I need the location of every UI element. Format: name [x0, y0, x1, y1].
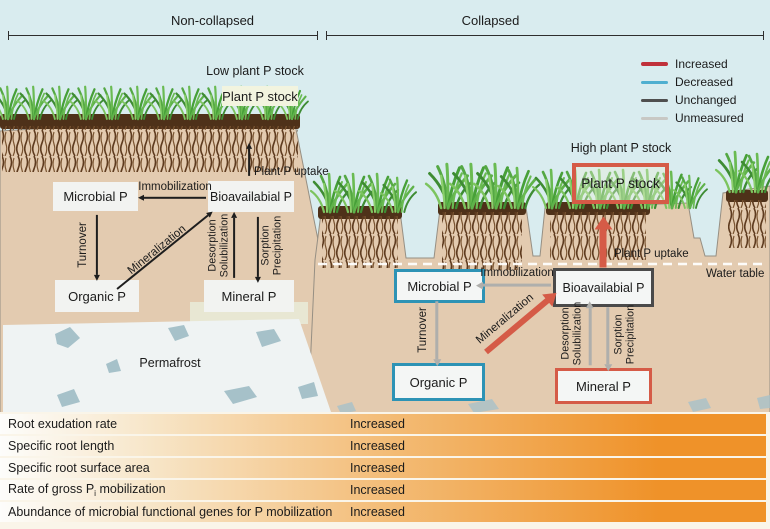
- permafrost-label: Permafrost: [139, 356, 201, 370]
- soil-right-collapsed: [307, 185, 770, 416]
- unmeasured-line-icon: [641, 116, 668, 120]
- desorption-solubilization-arrow-left: [233, 217, 235, 278]
- turnover-label-right: Turnover: [417, 307, 429, 353]
- label-prefix: Rate of gross P: [8, 482, 95, 496]
- sorption-text: Sorption: [259, 225, 272, 266]
- roots-hummock-d: [726, 190, 768, 248]
- legend-label: Unchanged: [675, 93, 737, 107]
- desorption-text: Desorption: [559, 307, 572, 360]
- organic-p-box-right: Organic P: [392, 363, 485, 401]
- organic-p-box-left: Organic P: [55, 280, 139, 312]
- precipitation-text: Precipitation: [271, 215, 283, 276]
- label-subscript: i: [94, 488, 97, 498]
- bioavailable-p-box-right: Bioavailabial P: [553, 268, 654, 307]
- label-suffix: mobilization: [96, 482, 166, 496]
- low-plant-p-stock-note: Low plant P stock: [206, 64, 304, 78]
- summary-row-value: Increased: [350, 505, 405, 519]
- summary-row-value: Increased: [350, 461, 405, 475]
- turnover-arrow-left: [96, 214, 98, 275]
- plant-p-uptake-label-right: Plant P uptake: [614, 248, 689, 260]
- collapsed-bracket: [326, 31, 764, 40]
- legend-label: Increased: [675, 57, 728, 71]
- plant-p-uptake-arrow-right: [599, 228, 607, 268]
- water-table-label: Water table: [706, 268, 765, 280]
- sorption-precipitation-label-left: Sorption Precipitation: [259, 203, 284, 289]
- desorption-solubilization-label-right: Desorption Solubilization: [559, 291, 584, 377]
- immobilization-arrow-left: [144, 197, 206, 199]
- mineral-p-box-left: Mineral P: [204, 280, 294, 312]
- roots-hummock-a: [318, 206, 402, 268]
- solubilization-text: Solubilization: [571, 301, 583, 366]
- turnover-label-left: Turnover: [77, 222, 89, 268]
- legend-item-unchanged: Unchanged: [641, 93, 744, 107]
- summary-row-root-length: Specific root length Increased: [0, 436, 766, 456]
- summary-row-root-exudation: Root exudation rate Increased: [0, 414, 766, 434]
- legend: Increased Decreased Unchanged Unmeasured: [641, 57, 744, 129]
- summary-row-root-surface-area: Specific root surface area Increased: [0, 458, 766, 478]
- immobilization-label-left: Immobilization: [138, 181, 212, 193]
- summary-row-label: Specific root length: [8, 439, 115, 453]
- legend-label: Decreased: [675, 75, 734, 89]
- permafrost-ice-chunks: [55, 325, 770, 414]
- summary-row-value: Increased: [350, 417, 405, 431]
- decreased-line-icon: [641, 80, 668, 84]
- non-collapsed-bracket: [8, 31, 318, 40]
- desorption-text: Desorption: [206, 219, 219, 272]
- sorption-precipitation-label-right: Sorption Precipitation: [612, 292, 637, 378]
- section-title-non-collapsed: Non-collapsed: [170, 13, 255, 28]
- summary-row-microbial-genes: Abundance of microbial functional genes …: [0, 502, 766, 522]
- summary-row-label: Rate of gross Pi mobilization: [8, 482, 166, 498]
- summary-row-value: Increased: [350, 439, 405, 453]
- microbial-p-box-left: Microbial P: [53, 182, 138, 211]
- legend-label: Unmeasured: [675, 111, 744, 125]
- roots-hummock-b: [438, 202, 526, 270]
- summary-row-label: Root exudation rate: [8, 417, 118, 431]
- section-title-collapsed: Collapsed: [461, 13, 520, 28]
- summary-row-label: Abundance of microbial functional genes …: [8, 505, 333, 519]
- roots-left-plateau: [0, 114, 300, 172]
- plant-p-uptake-arrow-left: [248, 148, 250, 176]
- summary-row-gross-pi-mobilization: Rate of gross Pi mobilization Increased: [0, 480, 766, 500]
- desorption-solubilization-arrow-right: [588, 308, 592, 366]
- immobilization-label-right: Immobilization: [480, 267, 554, 279]
- precipitation-text: Precipitation: [624, 304, 636, 365]
- plant-p-stock-box-left: Plant P stock: [222, 86, 298, 106]
- desorption-solubilization-label-left: Desorption Solubilization: [206, 203, 231, 289]
- plant-p-uptake-label-left: Plant P uptake: [254, 166, 329, 178]
- legend-item-increased: Increased: [641, 57, 744, 71]
- solubilization-text: Solubilization: [218, 213, 230, 278]
- sorption-text: Sorption: [612, 314, 625, 355]
- high-plant-p-stock-note: High plant P stock: [570, 141, 672, 155]
- bioavailable-p-box-left: Bioavailabial P: [208, 181, 294, 212]
- turnover-arrow-right: [435, 301, 439, 360]
- legend-item-unmeasured: Unmeasured: [641, 111, 744, 125]
- summary-row-value: Increased: [350, 483, 405, 497]
- legend-item-decreased: Decreased: [641, 75, 744, 89]
- unchanged-line-icon: [641, 98, 668, 102]
- sorption-precipitation-arrow-right: [606, 307, 610, 365]
- increased-line-icon: [641, 62, 668, 66]
- summary-row-label: Specific root surface area: [8, 461, 150, 475]
- plant-p-stock-box-right: Plant P stock: [572, 163, 669, 204]
